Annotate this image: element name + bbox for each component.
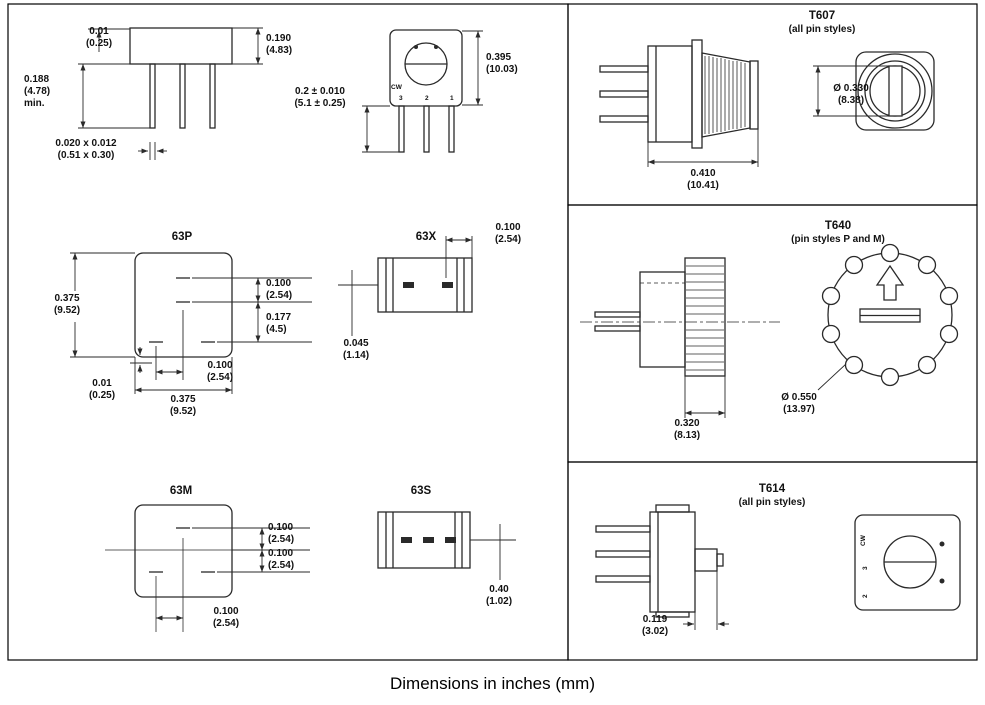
- subtitle-t607: (all pin styles): [788, 24, 856, 35]
- main-cw-label: CW: [391, 84, 402, 91]
- dim-63p-pitch-right: 0.100 (2.54): [266, 278, 293, 301]
- title-63s: 63S: [410, 485, 432, 497]
- title-t614: T614: [758, 483, 786, 495]
- dim-main-front-pin-length: 0.2 ± 0.010 (5.1 ± 0.25): [294, 86, 346, 109]
- dim-63p-pitch-bottom: 0.100 (2.54): [206, 360, 234, 383]
- dim-63s-pin-thickness: 0.40 (1.02): [485, 584, 513, 607]
- title-63m: 63M: [169, 485, 193, 497]
- t607-side-view: [599, 39, 759, 167]
- t614-cw-label: CW: [860, 535, 867, 546]
- main-pin3-label: 3: [399, 95, 403, 102]
- dim-main-pin-section: 0.020 x 0.012 (0.51 x 0.30): [55, 138, 117, 161]
- style-63x-view: [338, 236, 473, 336]
- main-front-view: [362, 29, 483, 153]
- t614-front-view: [854, 514, 961, 611]
- style-63m-view: [105, 504, 310, 632]
- title-t607: T607: [808, 10, 836, 22]
- dim-63x-pitch: 0.100 (2.54): [494, 222, 522, 245]
- t614-side-view: [595, 504, 729, 630]
- subtitle-t640: (pin styles P and M): [791, 234, 885, 245]
- style-63s-view: [377, 511, 516, 580]
- dim-63m-pitch-upper: 0.100 (2.54): [268, 522, 295, 545]
- line-art: [7, 3, 978, 661]
- dim-main-standoff: 0.01 (0.25): [85, 26, 113, 49]
- dim-t607-length: 0.410 (10.41): [687, 168, 719, 191]
- t614-scale-3: 3: [862, 566, 869, 570]
- dim-63m-pitch-bottom: 0.100 (2.54): [212, 606, 240, 629]
- title-63x: 63X: [415, 231, 437, 243]
- main-pin1-label: 1: [450, 95, 454, 102]
- subtitle-t614: (all pin styles): [738, 497, 806, 508]
- t607-front-view: [813, 51, 935, 131]
- dim-t640-width: 0.320 (8.13): [673, 418, 701, 441]
- t640-side-view: [580, 257, 780, 418]
- dim-main-pin-length: 0.188 (4.78) min.: [24, 74, 51, 109]
- panel-borders: [7, 3, 978, 661]
- dim-63p-width-bottom: 0.375 (9.52): [169, 394, 197, 417]
- dim-63p-pin-offset: 0.177 (4.5): [266, 312, 292, 335]
- dim-63x-pin-thickness: 0.045 (1.14): [342, 338, 370, 361]
- main-pin2-label: 2: [425, 95, 429, 102]
- style-63p-view: [70, 252, 312, 394]
- t614-scale-2: 2: [862, 594, 869, 598]
- dim-main-front-height: 0.395 (10.03): [486, 52, 518, 75]
- dim-63p-width-left: 0.375 (9.52): [53, 293, 81, 316]
- t640-front-view: [817, 243, 959, 391]
- dim-main-body-height: 0.190 (4.83): [266, 33, 293, 56]
- dim-t607-diameter: Ø 0.330 (8.38): [833, 83, 869, 106]
- main-side-view: [78, 27, 263, 160]
- dim-t640-diameter: Ø 0.550 (13.97): [781, 392, 817, 415]
- title-t640: T640: [824, 220, 852, 232]
- dim-63m-pitch-lower: 0.100 (2.54): [268, 548, 295, 571]
- dim-t614-tab: 0.119 (3.02): [641, 614, 669, 637]
- sheet-caption: Dimensions in inches (mm): [390, 674, 595, 693]
- title-63p: 63P: [171, 231, 193, 243]
- dim-63p-standoff: 0.01 (0.25): [88, 378, 116, 401]
